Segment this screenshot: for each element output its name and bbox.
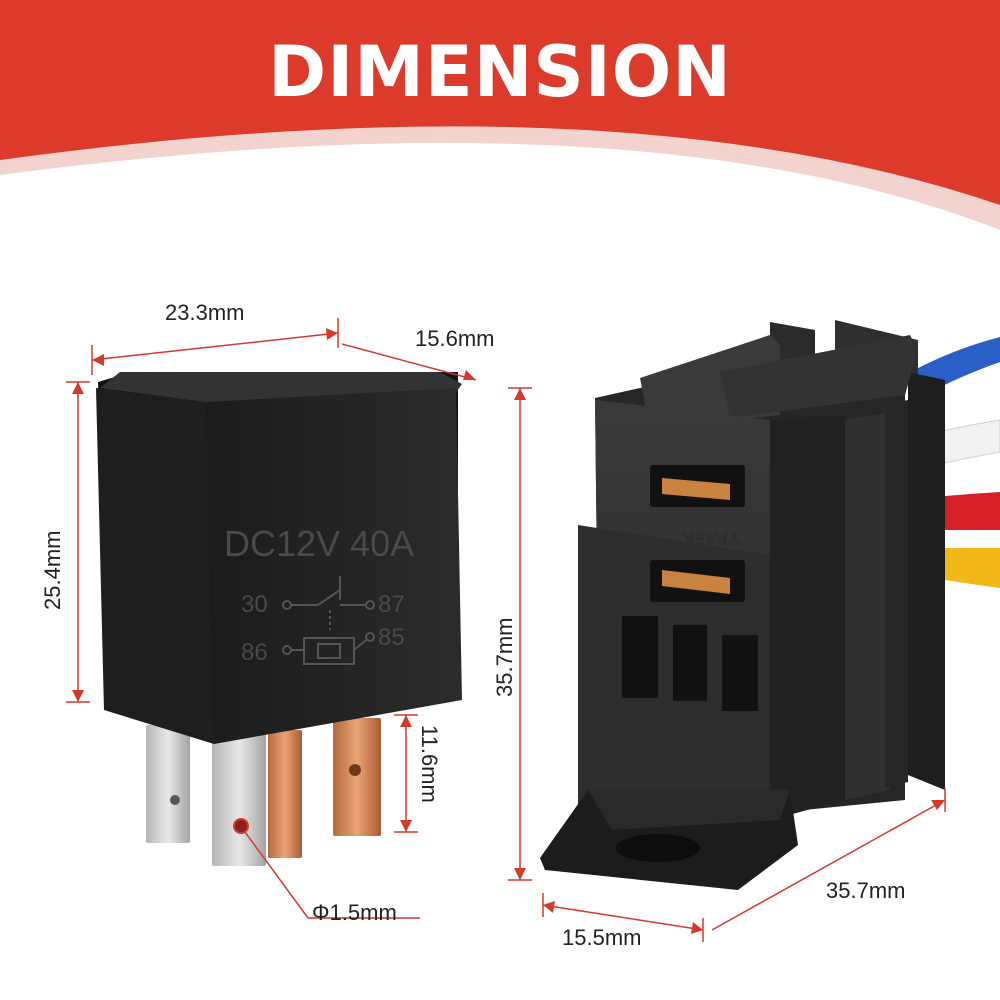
socket-terminal-slots bbox=[622, 465, 758, 711]
pin-label-30: 30 bbox=[241, 591, 268, 618]
dimension-arrows bbox=[72, 328, 945, 934]
socket-side-pillar bbox=[885, 400, 908, 788]
dimension-socket-length: 35.7mm bbox=[826, 878, 905, 903]
header-banner bbox=[0, 0, 1000, 230]
relay-front-face bbox=[206, 388, 462, 744]
pin-label-85: 85 bbox=[378, 624, 405, 651]
socket-model-label: YPA6K bbox=[681, 528, 740, 548]
relay-socket: YPA6K bbox=[540, 320, 1000, 890]
pin-label-87: 87 bbox=[378, 591, 405, 618]
dimension-socket-width: 15.5mm bbox=[562, 925, 641, 950]
terminal-slot bbox=[622, 616, 658, 698]
pin-silver-front bbox=[212, 728, 266, 866]
dimension-lines bbox=[66, 318, 946, 942]
pin-label-86: 86 bbox=[241, 639, 268, 666]
terminal-slot bbox=[722, 635, 758, 711]
pin-copper-back bbox=[268, 730, 302, 858]
relay-pins bbox=[146, 718, 381, 866]
relay-side-face bbox=[96, 388, 214, 744]
dimension-socket-height: 35.7mm bbox=[492, 618, 517, 697]
dimension-relay-depth: 15.6mm bbox=[415, 326, 494, 351]
socket-top-ridge bbox=[720, 335, 918, 418]
terminal-contact bbox=[662, 478, 730, 500]
pin-hole-marked bbox=[233, 818, 249, 834]
socket-flange-top bbox=[588, 790, 790, 830]
terminal-slot bbox=[673, 625, 707, 701]
dimension-pin-length: 11.6mm bbox=[417, 725, 442, 803]
pin-hole bbox=[170, 795, 180, 805]
socket-side-back bbox=[908, 372, 945, 790]
terminal-contact bbox=[662, 570, 730, 594]
socket-mount-hole bbox=[616, 834, 700, 862]
dimension-relay-height: 25.4mm bbox=[40, 531, 65, 610]
relay-rating: DC12V 40A bbox=[224, 523, 414, 564]
relay-schematic-symbol bbox=[282, 576, 375, 665]
pin-hole bbox=[349, 764, 361, 776]
socket-side-face bbox=[770, 415, 845, 820]
relay: DC12V 40A 30 87 86 85 bbox=[96, 372, 462, 866]
dimension-pin-hole: Φ1.5mm bbox=[312, 900, 397, 925]
banner-background bbox=[0, 0, 1000, 205]
page-title: DIMENSION bbox=[268, 31, 732, 113]
dimension-relay-width: 23.3mm bbox=[165, 300, 244, 325]
socket-side-pillar bbox=[845, 412, 890, 800]
pin-copper-right bbox=[333, 718, 381, 836]
pin-silver-left bbox=[146, 725, 190, 843]
